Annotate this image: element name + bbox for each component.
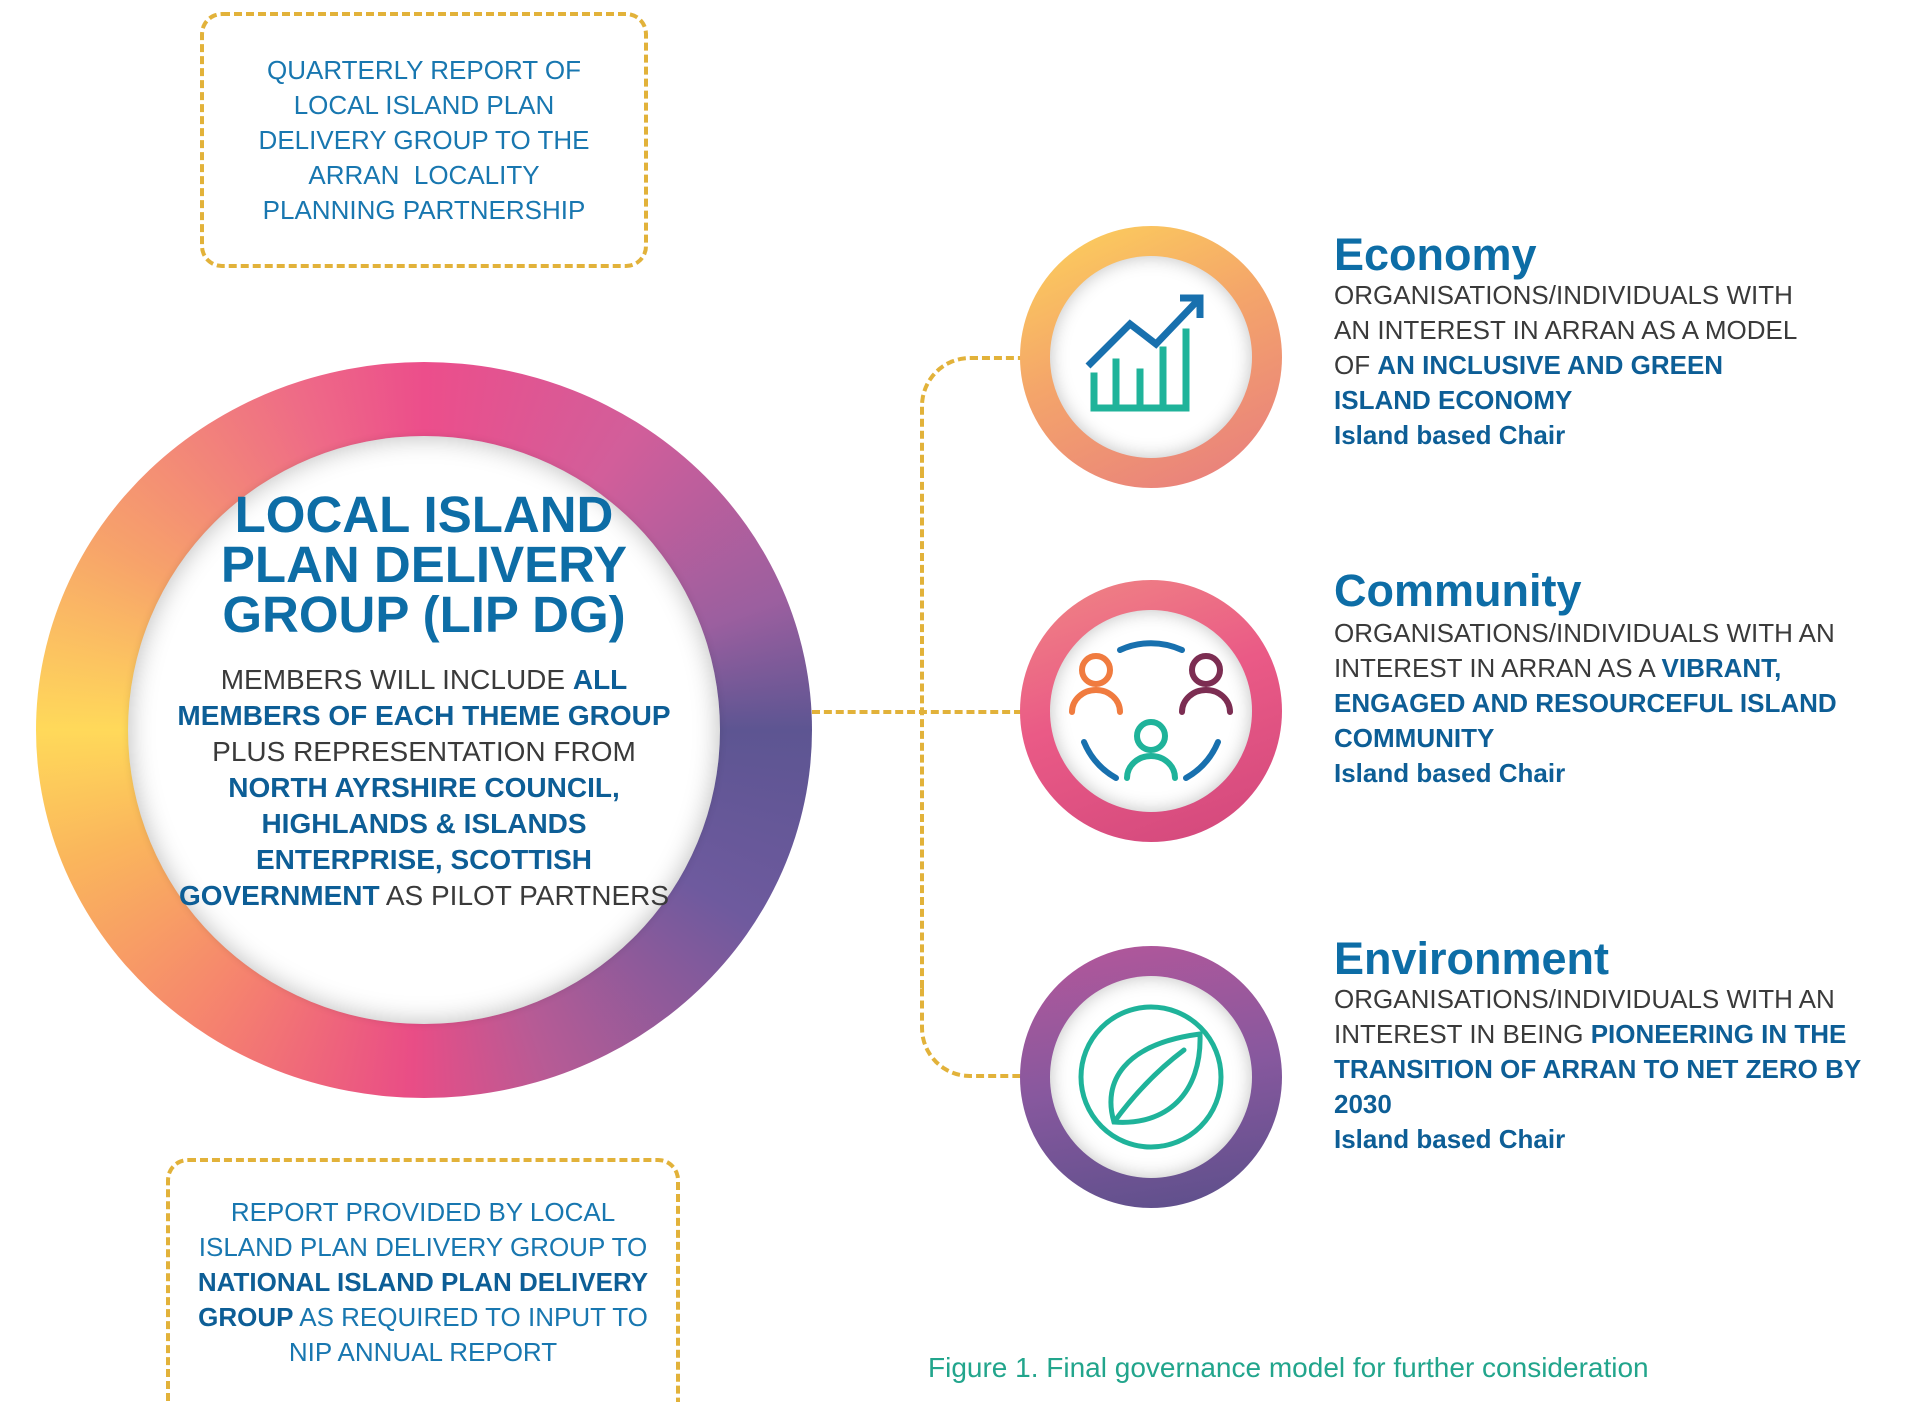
quarterly-report-line: ARRAN LOCALITY bbox=[308, 159, 540, 190]
environment-text: ORGANISATIONS/INDIVIDUALS WITH AN INTERE… bbox=[1334, 984, 1835, 1049]
figure-caption: Figure 1. Final governance model for fur… bbox=[928, 1352, 1649, 1383]
delivery-group-description: MEMBERS WILL INCLUDE ALL MEMBERS OF EACH… bbox=[168, 662, 680, 914]
desc-text: MEMBERS WILL INCLUDE bbox=[220, 664, 573, 695]
connector-main bbox=[812, 710, 1022, 714]
economy-description: ORGANISATIONS/INDIVIDUALS WITH AN INTERE… bbox=[1334, 278, 1804, 453]
economy-chair: Island based Chair bbox=[1334, 420, 1566, 450]
quarterly-report-line: LOCAL ISLAND PLAN bbox=[293, 89, 555, 120]
growth-chart-icon bbox=[1085, 294, 1204, 412]
economy-emphasis: AN INCLUSIVE AND GREEN ISLAND ECONOMY bbox=[1334, 350, 1724, 415]
community-chair: Island based Chair bbox=[1334, 758, 1566, 788]
delivery-group-title-line: LOCAL ISLAND bbox=[234, 486, 614, 543]
connector-trunk bbox=[920, 470, 924, 988]
quarterly-report-line: QUARTERLY REPORT OF bbox=[266, 54, 581, 85]
desc-text: AS PILOT PARTNERS bbox=[379, 880, 670, 911]
community-description: ORGANISATIONS/INDIVIDUALS WITH AN INTERE… bbox=[1334, 616, 1854, 791]
delivery-group-title-line: GROUP (LIP DG) bbox=[222, 586, 626, 643]
desc-emphasis: NORTH AYRSHIRE COUNCIL, HIGHLANDS & ISLA… bbox=[178, 772, 620, 911]
environment-description: ORGANISATIONS/INDIVIDUALS WITH AN INTERE… bbox=[1334, 982, 1880, 1157]
leaf-icon bbox=[1078, 1004, 1224, 1150]
connector-environment bbox=[920, 984, 1028, 1078]
quarterly-report-box: QUARTERLY REPORT OF LOCAL ISLAND PLAN DE… bbox=[200, 12, 648, 268]
community-emphasis: VIBRANT, ENGAGED AND RESOURCEFUL ISLAND … bbox=[1334, 653, 1837, 753]
report-emphasis: NATIONAL ISLAND PLAN DELIVERY GROUP bbox=[197, 1266, 649, 1332]
connector-economy bbox=[920, 356, 1028, 478]
people-circle-icon bbox=[1069, 640, 1233, 781]
delivery-group-title-line: PLAN DELIVERY bbox=[220, 536, 628, 593]
national-report-box: REPORT PROVIDED BY LOCAL ISLAND PLAN DEL… bbox=[166, 1158, 680, 1402]
quarterly-report-text: QUARTERLY REPORT OF LOCAL ISLAND PLAN DE… bbox=[259, 53, 590, 228]
environment-emphasis: PIONEERING IN THE TRANSITION OF ARRAN TO… bbox=[1334, 1019, 1861, 1119]
quarterly-report-line: PLANNING PARTNERSHIP bbox=[262, 194, 586, 225]
economy-title: Economy bbox=[1334, 229, 1537, 280]
delivery-group-circle bbox=[128, 436, 720, 1024]
report-text: REPORT PROVIDED BY LOCAL ISLAND PLAN DEL… bbox=[198, 1196, 648, 1262]
delivery-group-title: LOCAL ISLAND PLAN DELIVERY GROUP (LIP DG… bbox=[150, 486, 698, 643]
quarterly-report-line: DELIVERY GROUP TO THE bbox=[258, 124, 590, 155]
community-text: ORGANISATIONS/INDIVIDUALS WITH AN INTERE… bbox=[1334, 618, 1835, 683]
desc-text: PLUS REPRESENTATION FROM bbox=[212, 736, 636, 767]
environment-chair: Island based Chair bbox=[1334, 1124, 1566, 1154]
environment-title: Environment bbox=[1334, 933, 1610, 984]
economy-circle bbox=[1050, 256, 1252, 458]
economy-text: ORGANISATIONS/INDIVIDUALS WITH AN INTERE… bbox=[1334, 280, 1797, 380]
community-title: Community bbox=[1334, 565, 1582, 616]
national-report-text: REPORT PROVIDED BY LOCAL ISLAND PLAN DEL… bbox=[188, 1195, 658, 1370]
report-text: AS REQUIRED TO INPUT TO NIP ANNUAL REPOR… bbox=[288, 1301, 648, 1367]
desc-emphasis: ALL MEMBERS OF EACH THEME GROUP bbox=[177, 664, 671, 731]
